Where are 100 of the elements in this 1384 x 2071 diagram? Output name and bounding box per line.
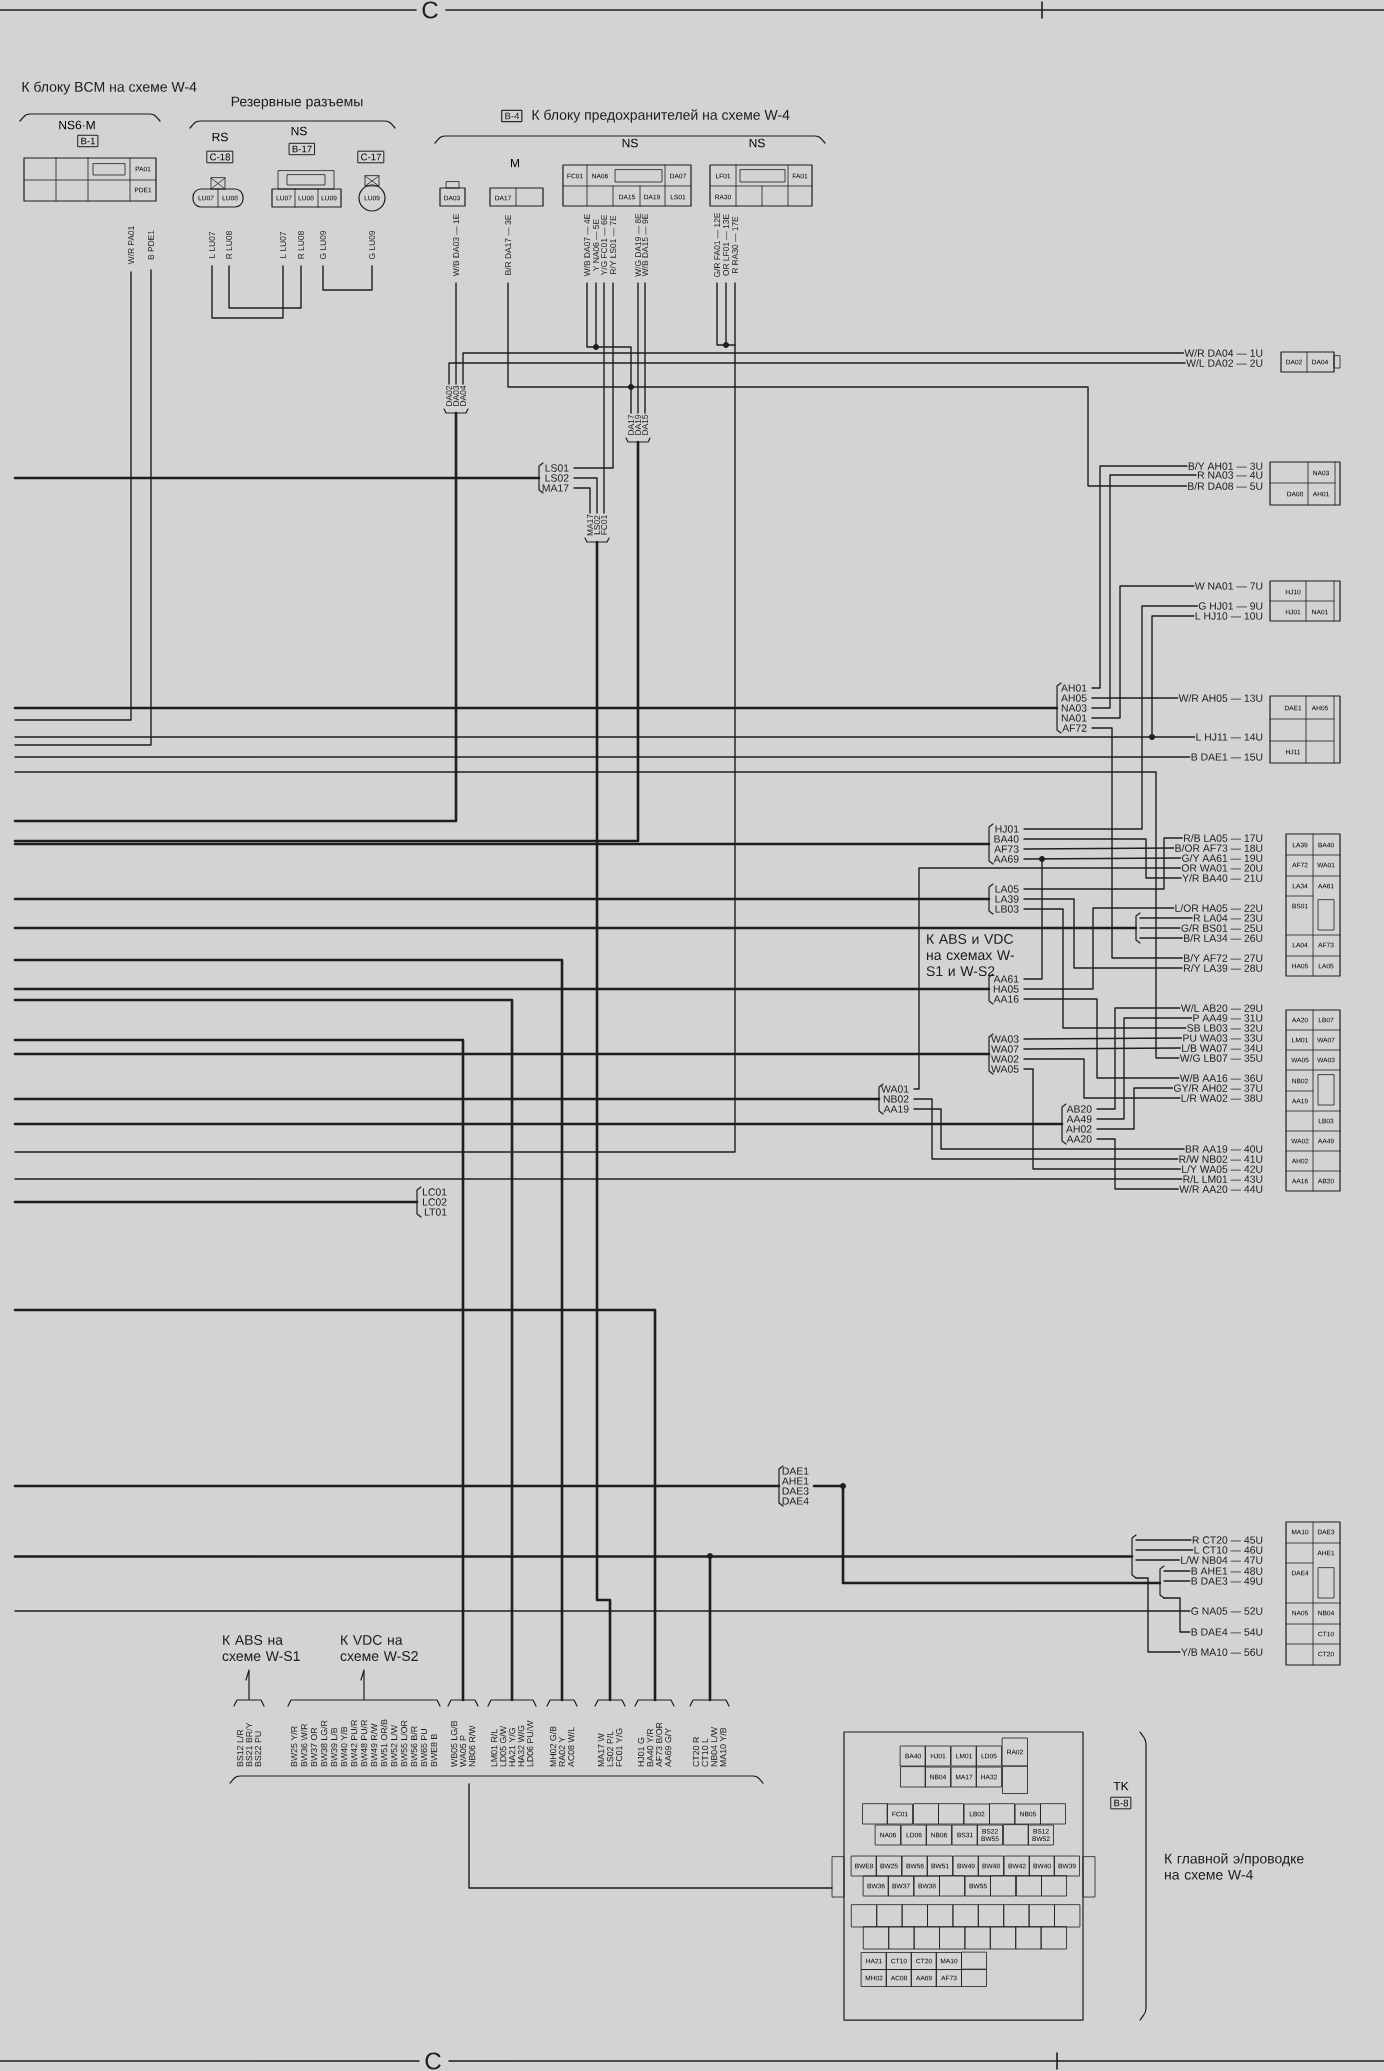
wire-label: W/R AA20 — 44U	[1179, 1185, 1263, 1193]
splice-label: DA03	[453, 385, 459, 406]
wire-label: L/R WA02 — 38U	[1181, 1094, 1263, 1102]
wire-label: W/R AH05 — 13U	[1178, 694, 1263, 702]
wire-label: BW55 L/OR	[400, 1720, 408, 1767]
wire-label: OR LF01 — 13E	[723, 214, 729, 276]
splice-label: NA03	[1061, 704, 1087, 712]
splice-label: AF72	[1062, 724, 1087, 732]
wire-label: G LU09	[320, 230, 326, 260]
wire-label: CT10 L	[701, 1738, 709, 1767]
wire-label: GY/R AH02 — 37U	[1173, 1084, 1263, 1092]
splice-label: MA17	[587, 514, 593, 536]
section-letter: C	[425, 2052, 441, 2070]
wire-label: FC01 Y/G	[615, 1728, 623, 1767]
wire-label: BR AA19 — 40U	[1185, 1145, 1263, 1153]
splice-label: AA61	[993, 975, 1019, 983]
wire-label: W/G LB07 — 35U	[1179, 1054, 1263, 1062]
wire-label: Y/R BA40 — 21U	[1182, 874, 1263, 882]
splice-label: DA02	[446, 385, 452, 406]
splice-label: NB02	[883, 1095, 909, 1103]
splice-label: WA01	[881, 1085, 909, 1093]
wire-label: B DAE4 — 54U	[1191, 1628, 1263, 1636]
node-label: B-17	[292, 145, 312, 153]
wire-label: LM01 R/L	[490, 1729, 498, 1767]
wire-label: LS02 P/L	[606, 1731, 614, 1767]
wire-label: R/Y LA39 — 28U	[1184, 964, 1263, 972]
wire-label: BS21 BR/Y	[245, 1722, 253, 1767]
splice-label: WA07	[991, 1045, 1019, 1053]
wire-label: RA02 Y	[558, 1736, 566, 1767]
splice-label: LS02	[545, 474, 569, 482]
wire-label: BW51 OR/B	[380, 1719, 388, 1767]
wire-label: BW49 R/W	[370, 1723, 378, 1767]
wire-label: L/W NB04 — 47U	[1181, 1556, 1263, 1564]
splice-label: AHE1	[781, 1477, 809, 1485]
wire-label: BW25 Y/R	[290, 1726, 298, 1767]
wire-label: R LU08	[226, 231, 232, 259]
splice-label: AA69	[993, 855, 1019, 863]
splice-label: FC01	[601, 515, 607, 535]
splice-label: WA02	[991, 1055, 1019, 1063]
node-label: NS	[622, 138, 638, 148]
wire-label: BW56 B/R	[410, 1726, 418, 1767]
note: К ABS на схеме W-S1	[222, 1635, 300, 1661]
wire-label: G/R FA01 — 12E	[713, 212, 721, 277]
wire-label: WB05 LG/B	[450, 1721, 458, 1767]
node-label: B-8	[1114, 1799, 1129, 1807]
wire-label: R/B LA05 — 17U	[1184, 834, 1263, 842]
wire-label: L/OR HA05 — 22U	[1175, 904, 1263, 912]
wire-label: Y/G FC01 — 6E	[600, 215, 608, 276]
wire-label: L LU07	[209, 231, 215, 258]
wire-label: R CT20 — 45U	[1192, 1536, 1263, 1544]
wire-label: MH02 G/B	[549, 1726, 557, 1767]
note: К VDC на схеме W-S2	[340, 1635, 418, 1661]
heading: Резервные разъемы	[231, 96, 363, 110]
splice-label: AH02	[1066, 1125, 1092, 1133]
splice-label: WA03	[991, 1035, 1019, 1043]
wire-label: L LU07	[280, 231, 286, 258]
wire-label: HA32 W/G	[517, 1725, 525, 1767]
connector-tag: B-4	[501, 109, 523, 123]
splice-label: LC02	[423, 1198, 447, 1206]
splice-label: AA20	[1066, 1135, 1092, 1143]
splice-label: WA05	[991, 1065, 1019, 1073]
splice-label: LC01	[423, 1188, 447, 1196]
splice-label: DA15	[642, 414, 648, 435]
splice-label: AF73	[994, 845, 1019, 853]
splice-label: DAE4	[782, 1497, 809, 1505]
wire-label: BW40 Y/B	[340, 1726, 348, 1767]
splice-label: HA05	[993, 985, 1019, 993]
wire-label: HA21 Y/G	[508, 1728, 516, 1767]
wire-label: W/B DA03 — 1E	[452, 214, 460, 277]
splice-label: AH01	[1061, 684, 1087, 692]
wire-label: OR WA01 — 20U	[1181, 864, 1263, 872]
wire-label: G LU09	[369, 230, 375, 260]
note: К главной э/проводке на схеме W-4	[1165, 1853, 1304, 1880]
splice-label: AA16	[993, 995, 1019, 1003]
wire-label: BW39 L/B	[330, 1727, 338, 1767]
wire-label: W/R PA01	[127, 226, 135, 265]
wire-label: R/L LM01 — 43U	[1183, 1175, 1263, 1183]
wire-label: G/R BS01 — 25U	[1181, 924, 1263, 932]
wire-label: BA40 Y/R	[646, 1728, 654, 1767]
wire-label: W/L DA02 — 2U	[1186, 359, 1263, 367]
wire-label: Y/B MA10 — 56U	[1181, 1648, 1263, 1656]
wire-label: HJ01 G	[637, 1737, 645, 1767]
node-label: NS	[749, 138, 765, 148]
heading: К блоку BCM на схеме W-4	[22, 81, 197, 95]
splice-label: MA17	[542, 484, 569, 492]
wire-label: PU WA03 — 33U	[1183, 1034, 1263, 1042]
node-label: NS	[291, 126, 307, 136]
wire-label: B/Y AF72 — 27U	[1184, 954, 1263, 962]
node-label: NS6·M	[59, 120, 95, 130]
splice-label: AH05	[1061, 694, 1087, 702]
wire-label: BW48 PU/R	[360, 1720, 368, 1767]
splice-label: AB20	[1066, 1105, 1092, 1113]
wire-label: B/R LA34 — 26U	[1184, 934, 1263, 942]
wire-label: AF73 B/OR	[655, 1722, 663, 1767]
wire-label: CT20 R	[692, 1737, 700, 1767]
wire-label: B/OR AF73 — 18U	[1175, 844, 1263, 852]
wire-label: W/R DA04 — 1U	[1184, 349, 1263, 357]
wire-label: BWE8 B	[430, 1734, 438, 1767]
wire-label: P AA49 — 31U	[1193, 1014, 1263, 1022]
wire-label: BW52 L/W	[390, 1725, 398, 1767]
